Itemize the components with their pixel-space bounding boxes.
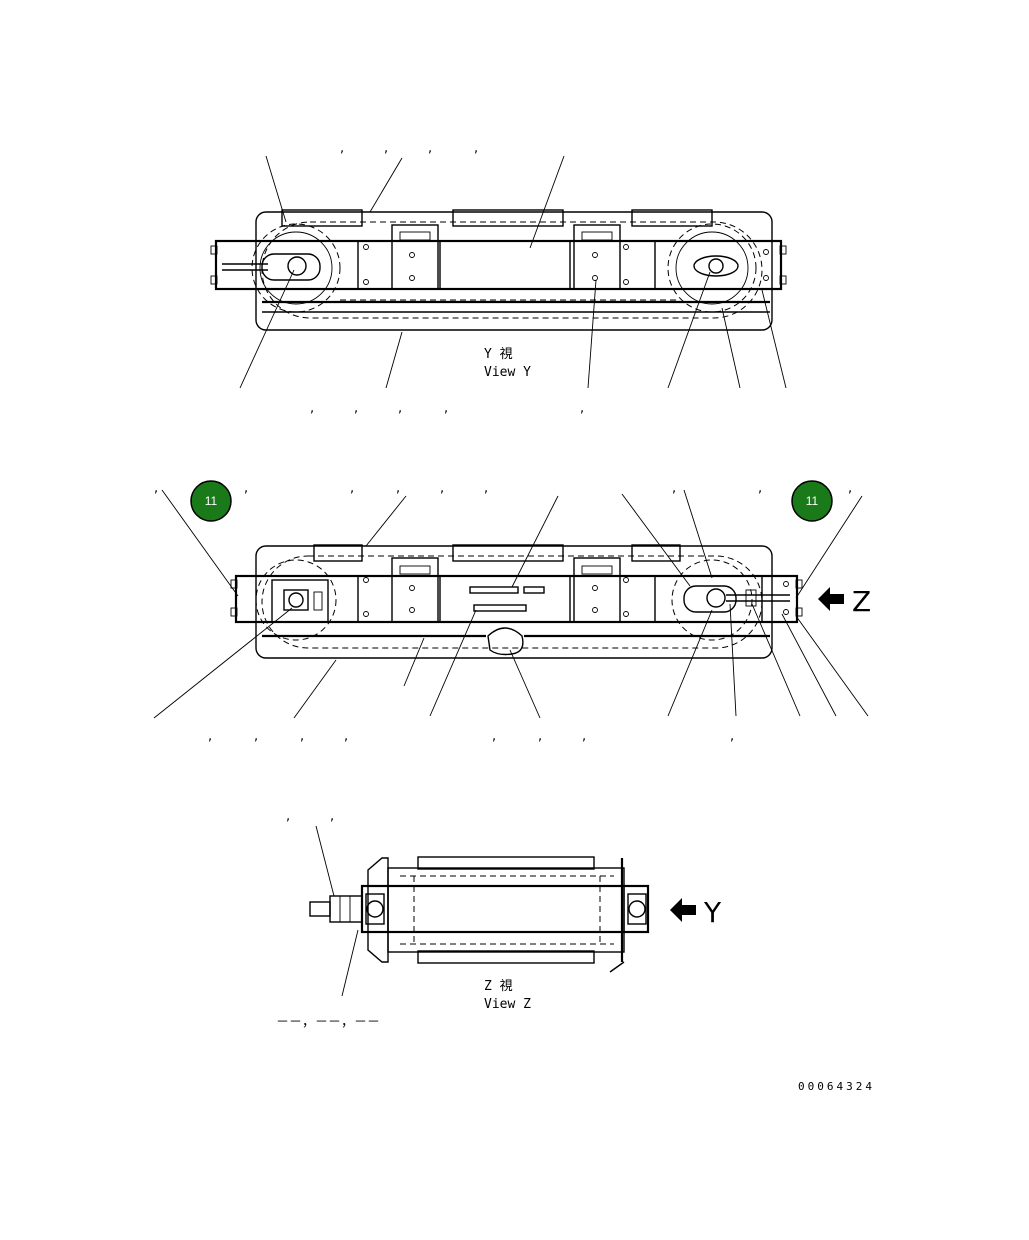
svg-text:,: ,: [154, 481, 158, 496]
svg-text:,: ,: [350, 481, 354, 496]
svg-text:,: ,: [300, 729, 304, 744]
svg-text:,: ,: [538, 729, 542, 744]
arrow-left-icon: [670, 898, 696, 922]
arrow-z: Z: [818, 585, 871, 618]
badge-right-label: 11: [806, 494, 819, 508]
drawing-id: 00064324: [798, 1080, 875, 1093]
arrow-z-letter: Z: [852, 585, 871, 618]
svg-text:,: ,: [344, 729, 348, 744]
svg-text:,: ,: [428, 141, 432, 156]
arrow-y-letter: Y: [703, 896, 722, 929]
badge-left: 11: [190, 480, 232, 522]
badge-left-label: 11: [205, 494, 218, 508]
svg-text:,: ,: [758, 481, 762, 496]
view-z-commas: , ,: [286, 809, 334, 824]
view-y-drawing: [210, 209, 787, 331]
svg-text:,: ,: [672, 481, 676, 496]
svg-text:,: ,: [208, 729, 212, 744]
svg-text:,: ,: [848, 481, 852, 496]
view-z-label-en: View Z: [484, 997, 531, 1012]
svg-text:,: ,: [254, 729, 258, 744]
svg-text:,: ,: [444, 401, 448, 416]
main-view-commas: , , , , , , , , , , , , , , , , ,: [154, 481, 852, 744]
svg-text:,: ,: [340, 141, 344, 156]
view-y-leaders: [239, 155, 787, 389]
view-z-leaders: [315, 825, 359, 997]
arrow-y: Y: [670, 896, 722, 929]
view-z-drawing: [309, 856, 650, 973]
view-y-label-jp: Y 視: [484, 347, 513, 362]
main-view-drawing: [230, 544, 803, 659]
view-y-commas: , , , , , , , , ,: [310, 141, 584, 416]
view-y-label-en: View Y: [484, 365, 531, 380]
svg-text:,: ,: [492, 729, 496, 744]
main-view-leaders: [153, 489, 869, 719]
svg-text:,: ,: [582, 729, 586, 744]
badge-right: 11: [791, 480, 833, 522]
svg-text:,: ,: [398, 401, 402, 416]
arrow-left-icon: [818, 587, 844, 611]
svg-text:,: ,: [484, 481, 488, 496]
svg-text:,: ,: [440, 481, 444, 496]
svg-text:,: ,: [580, 401, 584, 416]
bottom-note: －－，－－，－－: [276, 1015, 380, 1030]
view-z-label-jp: Z 視: [484, 979, 513, 994]
svg-text:,: ,: [354, 401, 358, 416]
svg-text:,: ,: [330, 809, 334, 824]
svg-text:,: ,: [384, 141, 388, 156]
svg-text:,: ,: [730, 729, 734, 744]
svg-text:,: ,: [396, 481, 400, 496]
svg-text:,: ,: [310, 401, 314, 416]
svg-text:,: ,: [474, 141, 478, 156]
svg-text:,: ,: [244, 481, 248, 496]
svg-text:,: ,: [286, 809, 290, 824]
